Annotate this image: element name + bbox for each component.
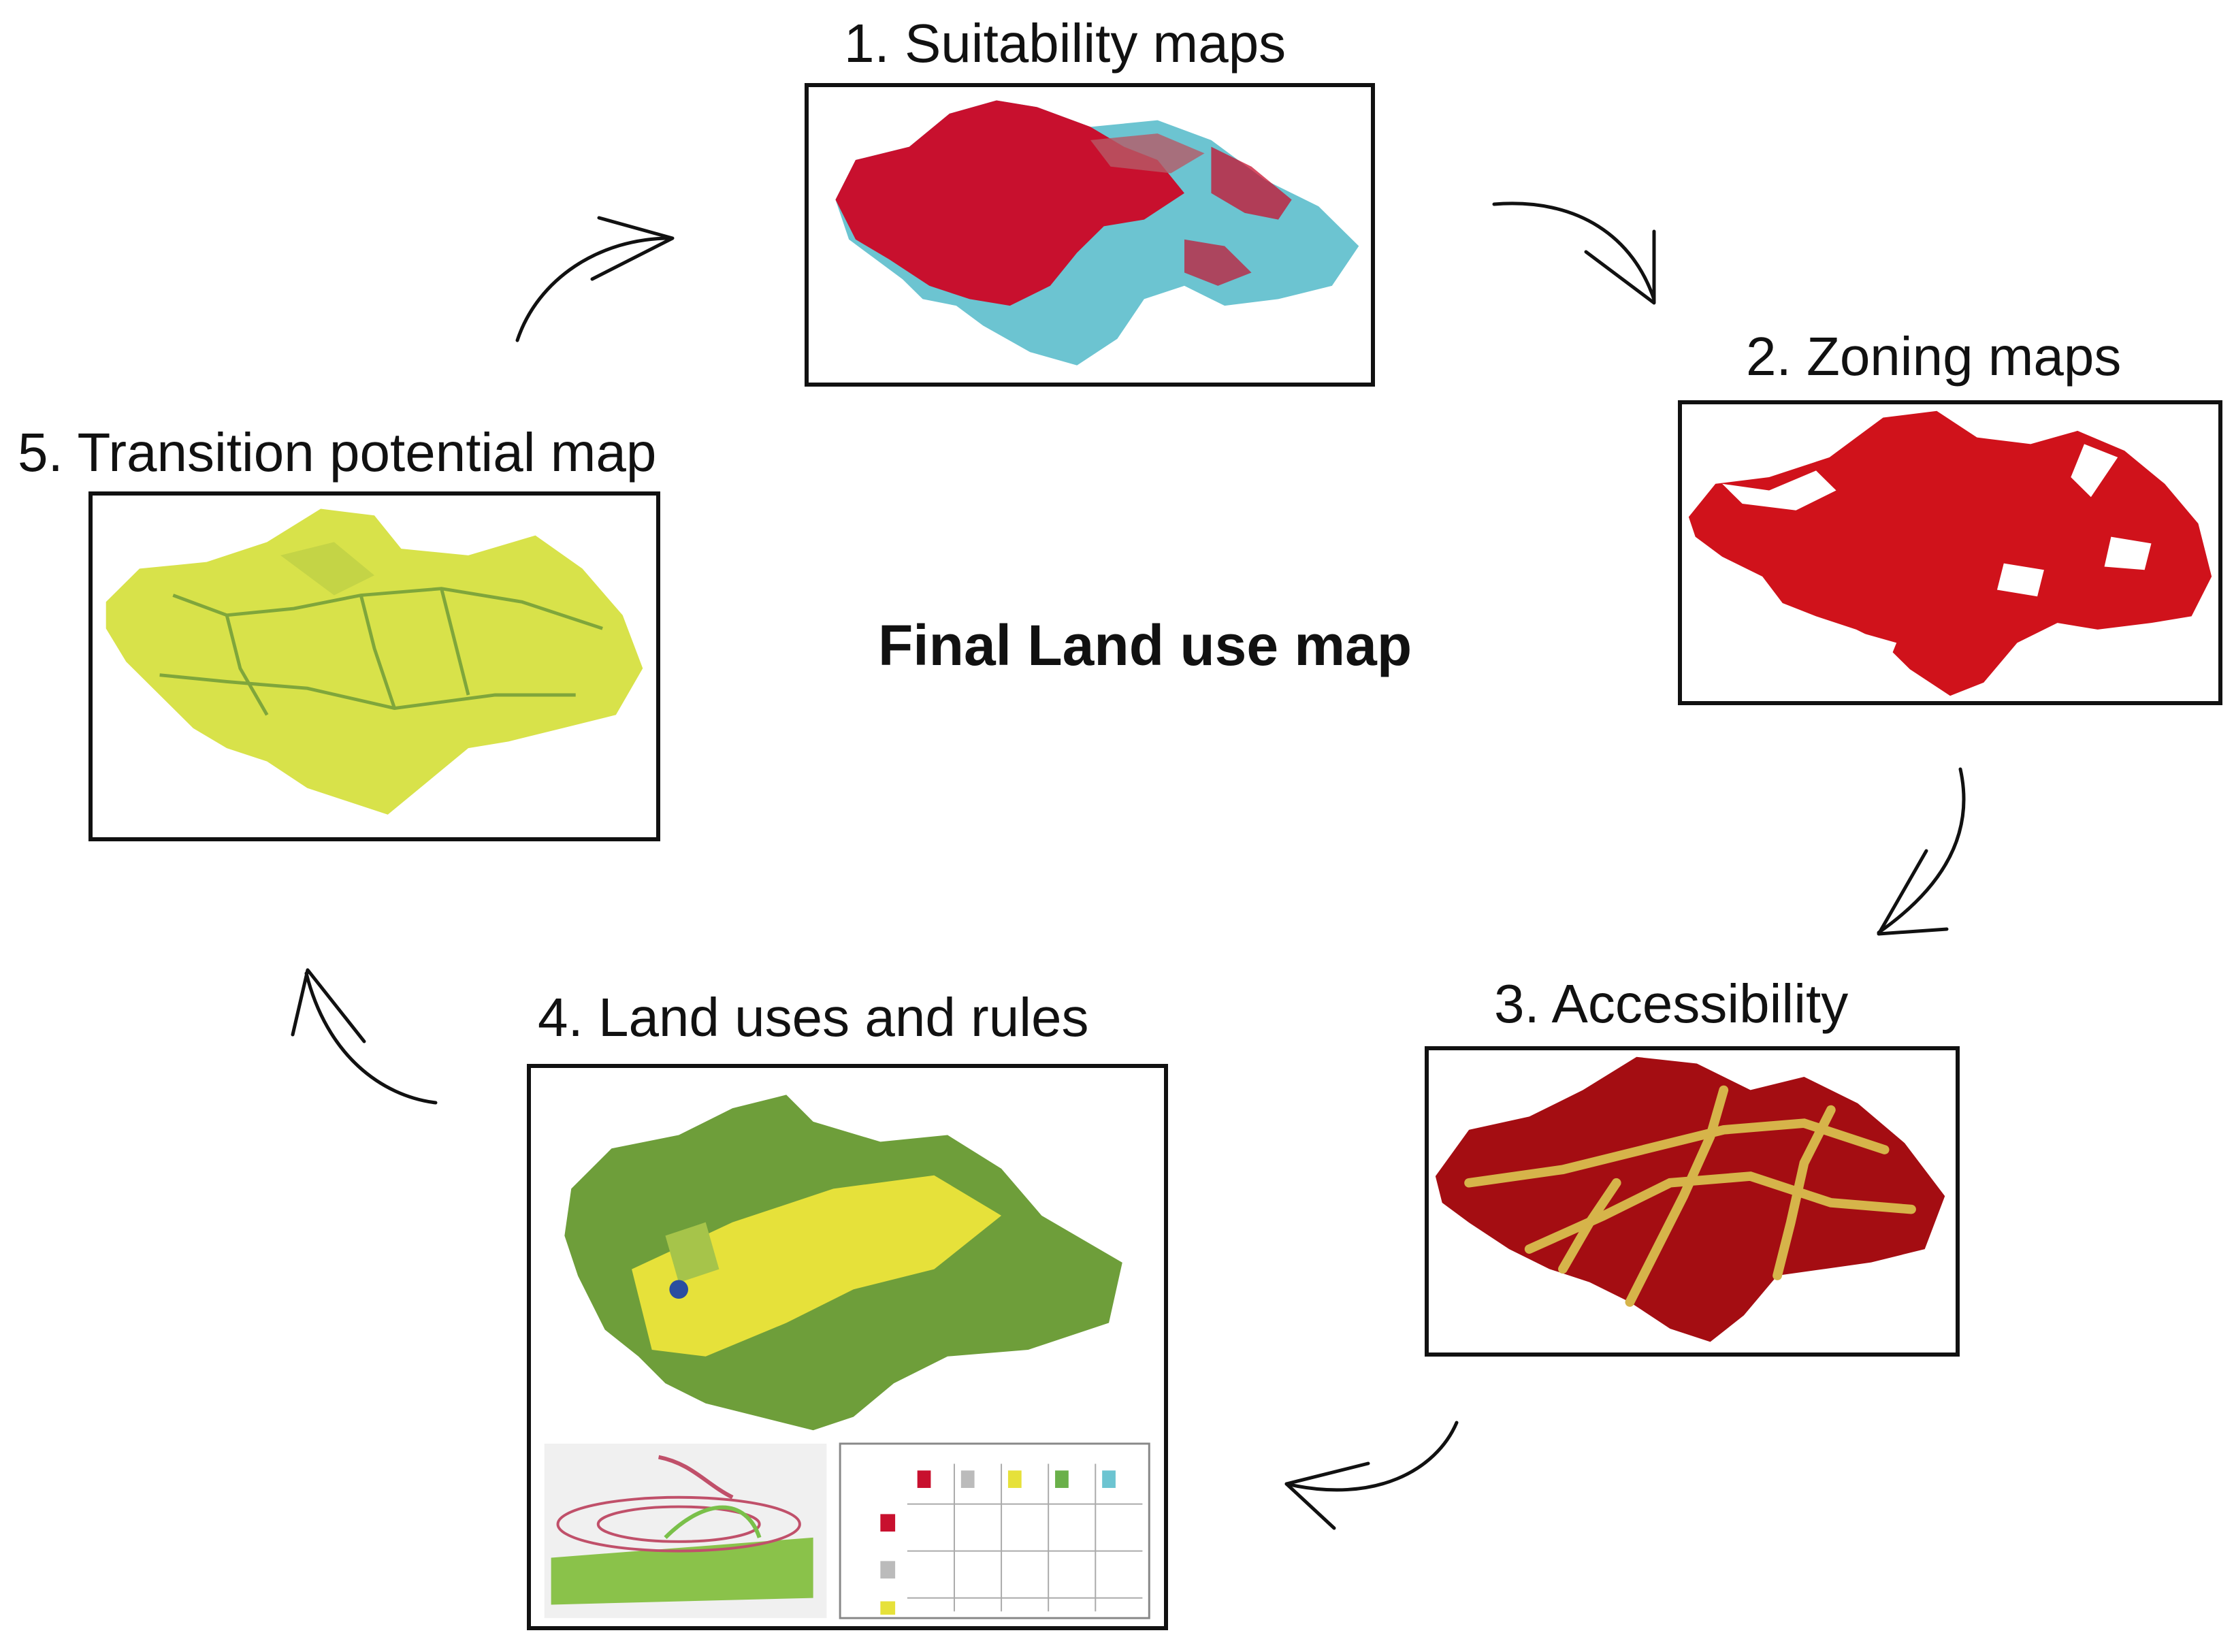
transition-potential-map-image — [106, 508, 643, 815]
step-4-label: 4. Land uses and rules — [538, 987, 1089, 1048]
zoning-map-image — [1688, 410, 2212, 696]
suitability-map-thumbnail — [805, 83, 1375, 387]
arrow-5-to-1-icon — [515, 236, 673, 342]
arrow-2-to-3-icon — [1877, 767, 1966, 935]
arrow-4-to-5-icon — [304, 971, 438, 1105]
step-3-label: 3. Accessibility — [1494, 973, 1849, 1034]
accessibility-map-image — [1435, 1056, 1945, 1342]
suitability-map-image — [835, 100, 1359, 366]
transition-potential-map-thumbnail — [88, 491, 660, 841]
arrow-1-to-2-icon — [1492, 201, 1656, 302]
land-uses-map-thumbnail — [527, 1064, 1168, 1630]
accessibility-map-thumbnail — [1425, 1046, 1960, 1357]
land-uses-map-image — [544, 1095, 1150, 1619]
zoning-map-thumbnail — [1678, 400, 2222, 705]
step-1-label: 1. Suitability maps — [844, 13, 1286, 74]
step-2-label: 2. Zoning maps — [1746, 326, 2122, 387]
diagram-title: Final Land use map — [878, 613, 1412, 677]
arrow-3-to-4-icon — [1284, 1421, 1459, 1492]
step-5-label: 5. Transition potential map — [18, 422, 657, 483]
